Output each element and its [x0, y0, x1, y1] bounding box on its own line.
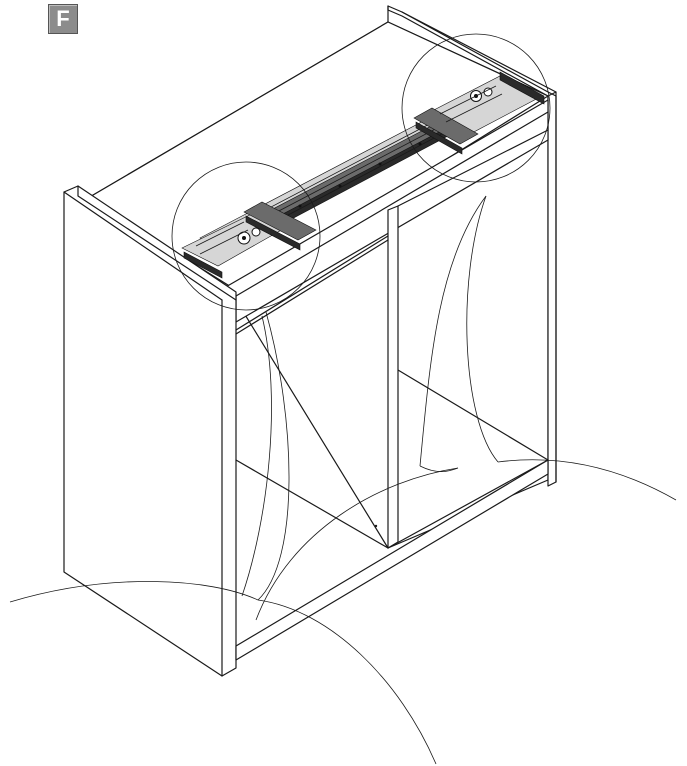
right-detail-circle	[401, 33, 551, 183]
motion-guide-curves	[9, 195, 677, 765]
right-mounting-bracket	[413, 71, 545, 155]
cabinet-carcass	[63, 5, 557, 677]
left-mounting-bracket	[181, 201, 317, 279]
front-bottom-rail	[235, 459, 549, 661]
step-label-badge: F	[48, 4, 78, 34]
center-divider	[387, 205, 399, 549]
right-side-panel	[387, 5, 557, 487]
left-detail-circle	[171, 161, 321, 311]
